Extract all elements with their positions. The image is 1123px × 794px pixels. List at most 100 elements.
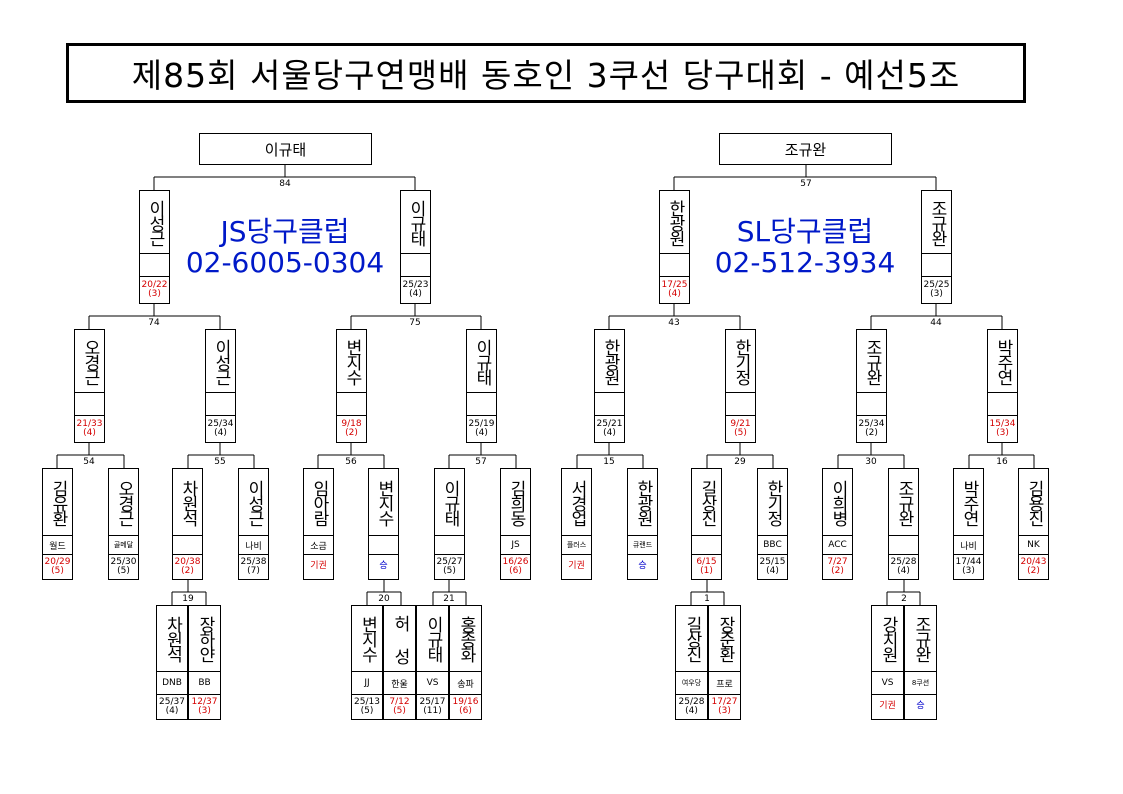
score: 7/27 — [827, 556, 848, 567]
player-club — [337, 392, 366, 415]
player-box: 조규완 25/28 (4) — [888, 468, 919, 580]
match-number: 57 — [800, 179, 812, 189]
player-result: 21/33 (4) — [75, 415, 104, 442]
player-result: 기권 — [304, 554, 333, 579]
score: 25/23 — [402, 279, 429, 290]
score: 17/27 — [711, 696, 738, 707]
player-name: 서경업 — [567, 479, 587, 525]
player-result: 25/27 (5) — [435, 554, 464, 579]
player-box: 장하얀 BB 12/37 (3) — [188, 605, 221, 720]
rank: (2) — [181, 566, 194, 576]
rank: (7) — [247, 566, 260, 576]
player-box: 이성근 20/22 (3) — [139, 190, 170, 304]
player-box: 변지수 9/18 (2) — [336, 329, 367, 443]
player-box: 오경근 골메달 25/30 (5) — [108, 468, 139, 580]
player-name: 오경근 — [80, 338, 100, 384]
rank: (2) — [865, 428, 878, 438]
player-box: 길상진 여우당 25/28 (4) — [675, 605, 708, 720]
player-name: 이성근 — [145, 199, 165, 245]
result: 기권 — [879, 701, 896, 712]
tournament-title: 제85회 서울당구연맹배 동호인 3쿠선 당구대회 - 예선5조 — [66, 43, 1026, 103]
match-number: 74 — [148, 318, 160, 328]
player-box: 박주연 15/34 (3) — [987, 329, 1018, 443]
sponsor-phone: 02-6005-0304 — [185, 246, 385, 279]
score: 16/26 — [502, 556, 529, 567]
match-number: 57 — [475, 457, 487, 467]
player-result: 25/34 (4) — [206, 415, 235, 442]
score: 9/18 — [341, 418, 362, 429]
player-box: 이규태 25/23 (4) — [400, 190, 431, 304]
player-club: 송파 — [450, 671, 481, 694]
player-name: 길상진 — [682, 616, 702, 661]
rank: (5) — [734, 428, 747, 438]
score: 7/12 — [389, 696, 410, 707]
player-box: 김희동 JS 16/26 (6) — [500, 468, 531, 580]
match-number: 55 — [214, 457, 226, 467]
result: 기권 — [568, 561, 585, 572]
player-box: 허 성 한울 7/12 (5) — [383, 605, 416, 720]
score: 25/28 — [890, 556, 917, 567]
player-box: 임아람 소금 기권 — [303, 468, 334, 580]
player-name: 변지수 — [342, 338, 362, 384]
result: 승 — [916, 701, 925, 712]
player-box: 한광원 25/21 (4) — [594, 329, 625, 443]
player-result: 17/44 (3) — [954, 554, 983, 579]
player-name: 변지수 — [374, 479, 394, 525]
player-result: 25/15 (4) — [758, 554, 787, 579]
player-club — [206, 392, 235, 415]
score: 15/34 — [989, 418, 1016, 429]
player-box: 서경업 플러스 기권 — [561, 468, 592, 580]
player-box: 한광원 17/25 (4) — [659, 190, 690, 304]
player-name: 오경근 — [114, 479, 134, 525]
player-club — [922, 253, 951, 276]
score: 12/37 — [191, 696, 218, 707]
match-number: 75 — [409, 318, 421, 328]
player-box: 이규태 VS 25/17 (11) — [416, 605, 449, 720]
match-number: 16 — [996, 457, 1008, 467]
rank: (3) — [996, 428, 1009, 438]
player-result: 25/19 (4) — [467, 415, 496, 442]
player-name: 조규완 — [927, 199, 947, 245]
player-result: 승 — [905, 694, 936, 719]
rank: (3) — [198, 706, 211, 716]
score: 20/29 — [44, 556, 71, 567]
player-result: 9/21 (5) — [726, 415, 755, 442]
match-number: 19 — [182, 594, 194, 604]
player-club: NK — [1019, 535, 1048, 554]
result: 승 — [379, 561, 388, 572]
player-result: 20/29 (5) — [43, 554, 72, 579]
player-result: 25/30 (5) — [109, 554, 138, 579]
score: 25/25 — [923, 279, 950, 290]
player-name: 한기정 — [763, 479, 783, 525]
player-club — [726, 392, 755, 415]
rank: (4) — [668, 289, 681, 299]
score: 17/25 — [661, 279, 688, 290]
player-club — [660, 253, 689, 276]
rank: (2) — [345, 428, 358, 438]
rank: (4) — [409, 289, 422, 299]
score: 25/38 — [240, 556, 267, 567]
match-number: 29 — [734, 457, 746, 467]
player-club: 한울 — [384, 671, 415, 694]
match-number: 20 — [378, 594, 390, 604]
rank: (4) — [685, 706, 698, 716]
player-club: BB — [189, 671, 220, 694]
sponsor-ad-right: SL당구클럽 02-512-3934 — [700, 216, 910, 278]
player-box: 이희병 ACC 7/27 (2) — [822, 468, 853, 580]
player-name: 한광원 — [633, 479, 653, 525]
player-name: 차원석 — [178, 479, 198, 525]
player-result: 25/37 (4) — [157, 694, 187, 719]
player-name: 김용진 — [1024, 479, 1044, 525]
player-box: 한기정 9/21 (5) — [725, 329, 756, 443]
rank: (2) — [831, 566, 844, 576]
player-result: 6/15 (1) — [692, 554, 721, 579]
player-name: 조규완 — [862, 338, 882, 384]
rank: (5) — [117, 566, 130, 576]
player-result: 25/28 (4) — [889, 554, 918, 579]
player-name: 임아람 — [309, 479, 329, 525]
rank: (4) — [603, 428, 616, 438]
rank: (5) — [360, 706, 374, 716]
player-club: 큐랜드 — [628, 535, 657, 554]
player-club — [889, 535, 918, 554]
player-result: 기권 — [562, 554, 591, 579]
